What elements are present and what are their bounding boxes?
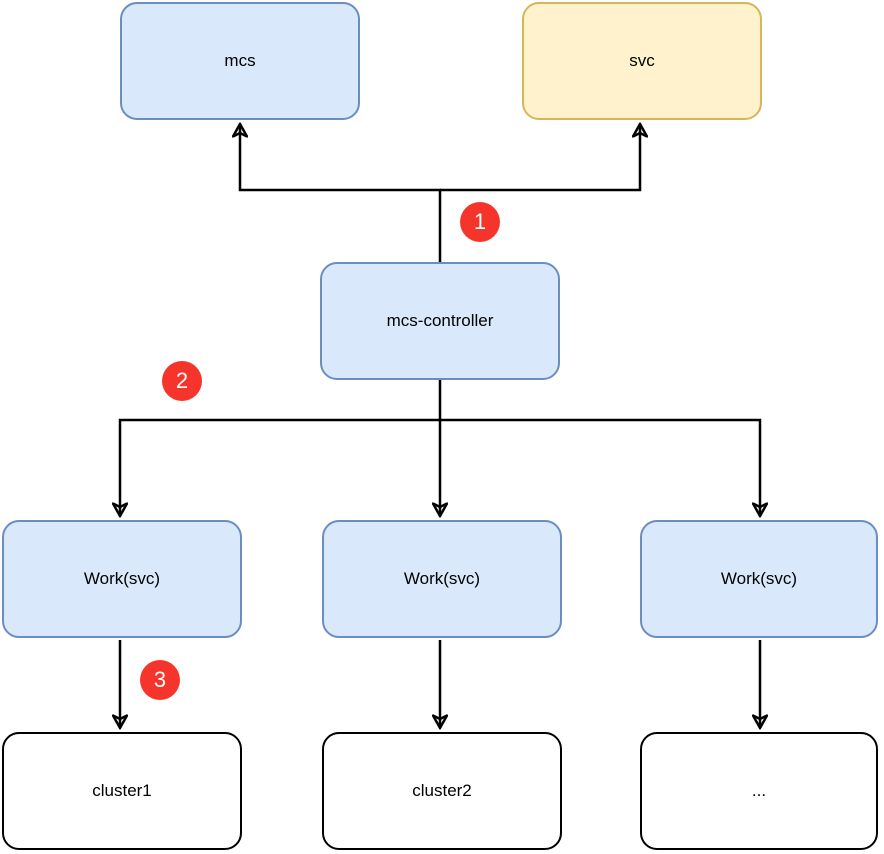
node-mcs-controller: mcs-controller — [320, 262, 560, 380]
node-work-svc-1: Work(svc) — [2, 520, 242, 638]
step-badge-1: 1 — [460, 202, 500, 242]
step-badge-2: 2 — [162, 361, 202, 401]
node-work-svc-2: Work(svc) — [322, 520, 562, 638]
node-mcs-label: mcs — [224, 51, 256, 70]
node-work-svc-1-label: Work(svc) — [83, 569, 161, 588]
node-work-svc-3-label: Work(svc) — [720, 569, 798, 588]
node-cluster-1-label: cluster1 — [92, 781, 152, 800]
node-work-svc-3: Work(svc) — [640, 520, 878, 638]
node-cluster-2-label: cluster2 — [412, 781, 472, 800]
edge-controller-to-work-1 — [120, 380, 442, 516]
edge-controller-to-svc — [440, 124, 640, 192]
edge-controller-to-work-3 — [440, 418, 760, 516]
step-badge-3-label: 3 — [153, 667, 167, 692]
node-mcs-controller-label: mcs-controller — [386, 311, 494, 330]
node-cluster-2: cluster2 — [322, 732, 562, 850]
node-cluster-more-label: ... — [751, 781, 767, 800]
step-badge-1-label: 1 — [473, 209, 487, 234]
node-cluster-more: ... — [640, 732, 878, 850]
node-svc-label: svc — [629, 51, 655, 70]
node-mcs: mcs — [120, 2, 360, 120]
edge-controller-to-mcs — [240, 124, 442, 262]
node-svc: svc — [522, 2, 762, 120]
step-badge-3: 3 — [140, 660, 180, 700]
step-badge-2-label: 2 — [175, 368, 189, 393]
node-cluster-1: cluster1 — [2, 732, 242, 850]
node-work-svc-2-label: Work(svc) — [403, 569, 481, 588]
